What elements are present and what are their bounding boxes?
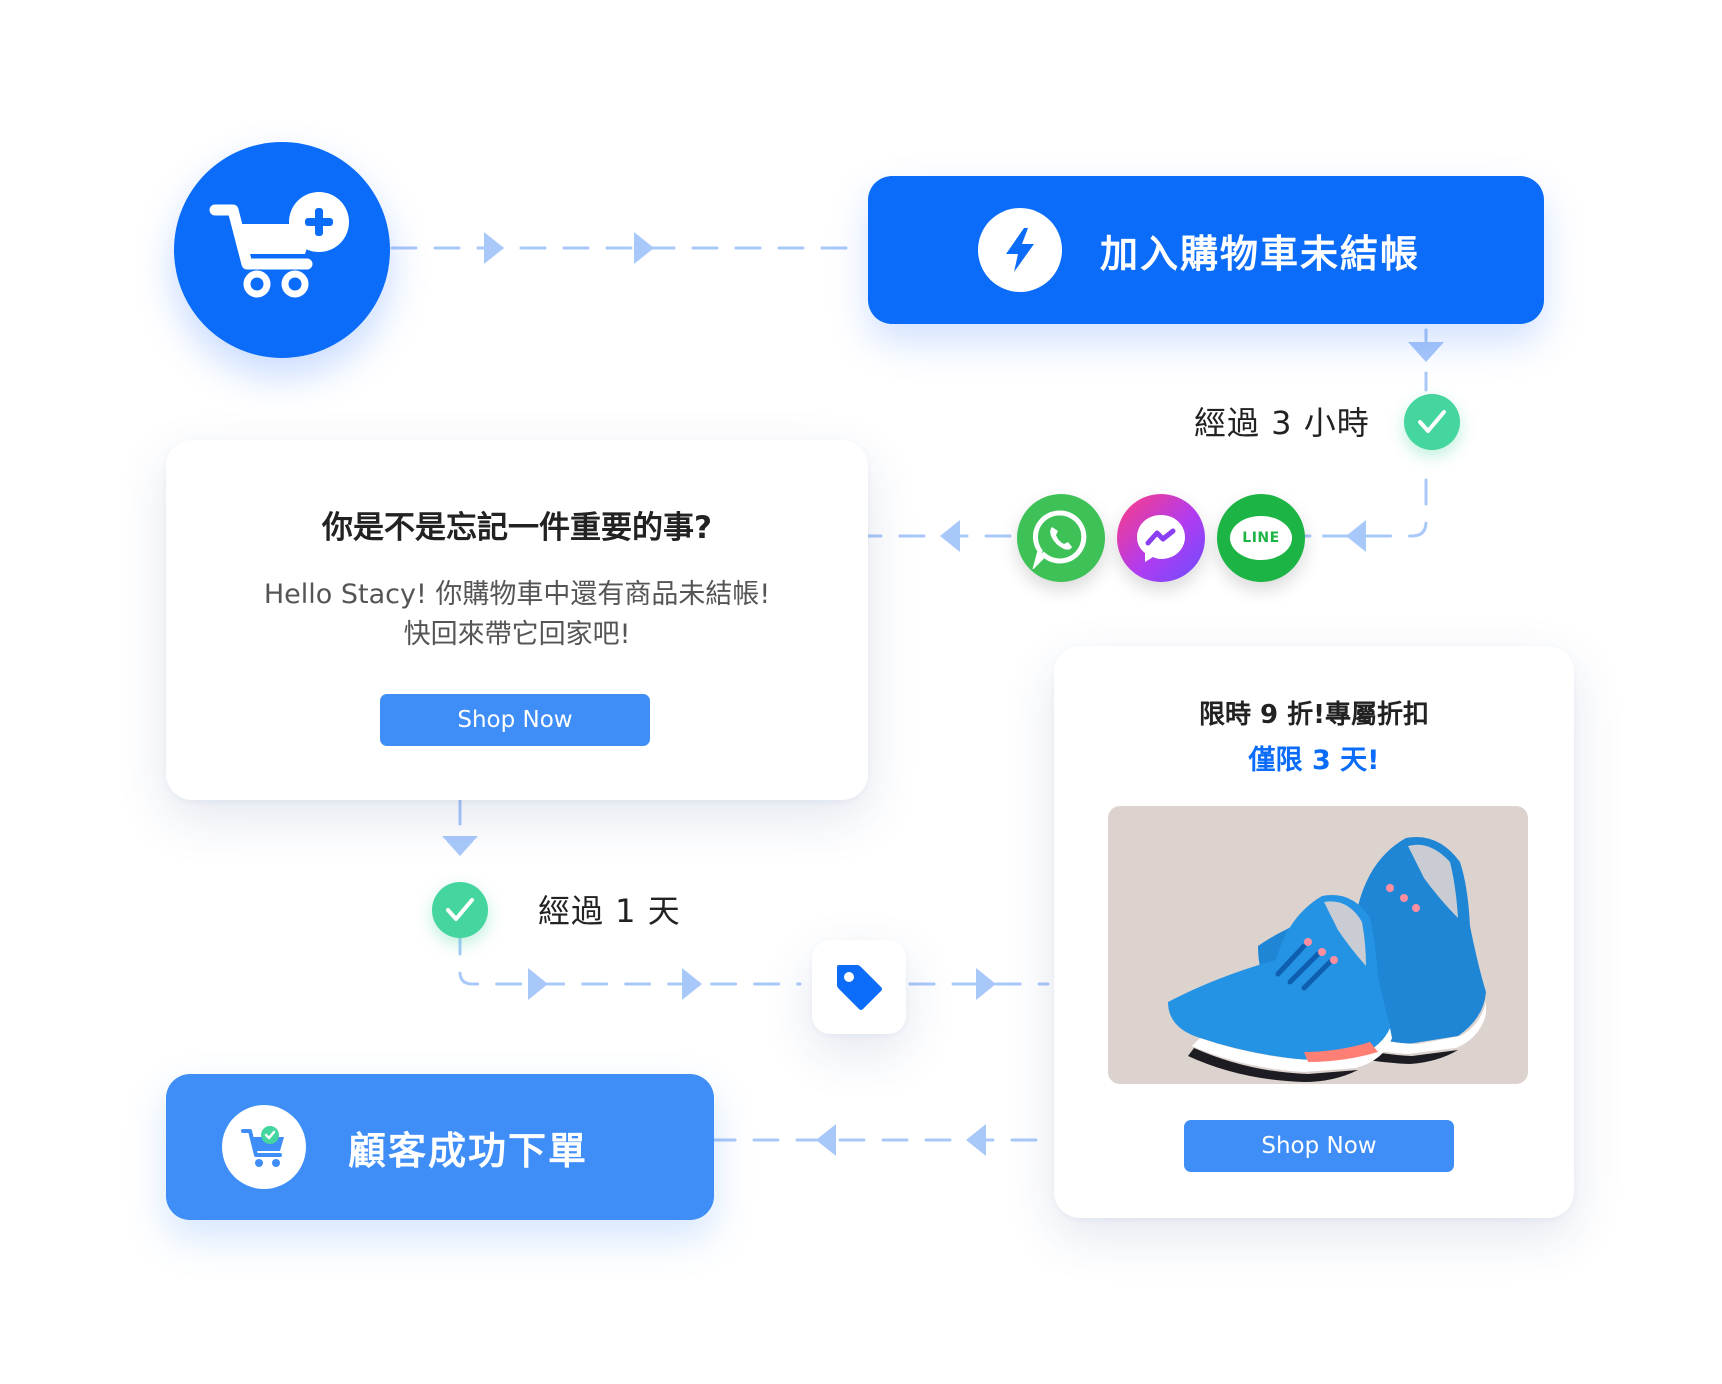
arrow-left: [1346, 520, 1366, 552]
line-bubble: LINE: [1230, 516, 1292, 560]
whatsapp-channel[interactable]: [1017, 494, 1105, 582]
wait-check-badge: [1404, 394, 1460, 450]
product-image: [1108, 806, 1528, 1084]
line-logo-text: LINE: [1242, 530, 1280, 546]
arrow-right: [484, 232, 504, 264]
shop-now-button[interactable]: Shop Now: [380, 694, 650, 746]
arrow-right: [528, 968, 548, 1000]
bolt-badge: [978, 208, 1062, 292]
sneakers-illustration: [1168, 837, 1486, 1082]
arrow-left: [940, 520, 960, 552]
arrow-right: [976, 968, 996, 1000]
arrow-right: [682, 968, 702, 1000]
message-card-body-line2: 快回來帶它回家吧!: [403, 619, 631, 650]
messenger-channel[interactable]: [1117, 494, 1205, 582]
message-card: 你是不是忘記一件重要的事? Hello Stacy! 你購物車中還有商品未結帳!…: [166, 440, 868, 800]
cart-plus-icon: [209, 192, 349, 298]
offer-card-subtitle: 僅限 3 天!: [1248, 745, 1380, 776]
outcome-label: 顧客成功下單: [348, 1128, 589, 1173]
arrow-down: [1408, 342, 1444, 362]
trigger-node: 加入購物車未結帳: [868, 176, 1544, 324]
message-card-body-line1: Hello Stacy! 你購物車中還有商品未結帳!: [263, 579, 771, 610]
lightning-bolt-icon: [1006, 228, 1034, 272]
arrow-right: [634, 232, 654, 264]
trigger-label: 加入購物車未結帳: [1100, 231, 1421, 276]
whatsapp-icon: [1032, 510, 1087, 569]
outcome-node: 顧客成功下單: [166, 1074, 714, 1220]
arrow-left: [816, 1124, 836, 1156]
coupon-tag-node: [812, 940, 906, 1034]
messenger-icon: [1137, 515, 1185, 562]
cart-check-icon: [241, 1126, 284, 1167]
offer-shop-now-button[interactable]: Shop Now: [1184, 1120, 1454, 1172]
wait-label-1-day: 經過 1 天: [538, 892, 681, 930]
wait-label-3-hours: 經過 3 小時: [1194, 404, 1370, 442]
checkmark-icon: [446, 898, 474, 921]
cart-start-node: [174, 142, 390, 358]
arrow-down: [442, 836, 478, 856]
arrow-left: [966, 1124, 986, 1156]
offer-card: 限時 9 折!專屬折扣 僅限 3 天! Sho: [1054, 646, 1574, 1218]
message-card-title: 你是不是忘記一件重要的事?: [322, 510, 712, 546]
offer-card-title: 限時 9 折!專屬折扣: [1198, 700, 1430, 730]
wait-check-badge-2: [432, 882, 488, 938]
checkmark-icon: [1418, 410, 1446, 433]
order-badge: [222, 1105, 306, 1189]
price-tag-icon: [837, 965, 882, 1010]
line-channel[interactable]: LINE: [1217, 494, 1305, 582]
